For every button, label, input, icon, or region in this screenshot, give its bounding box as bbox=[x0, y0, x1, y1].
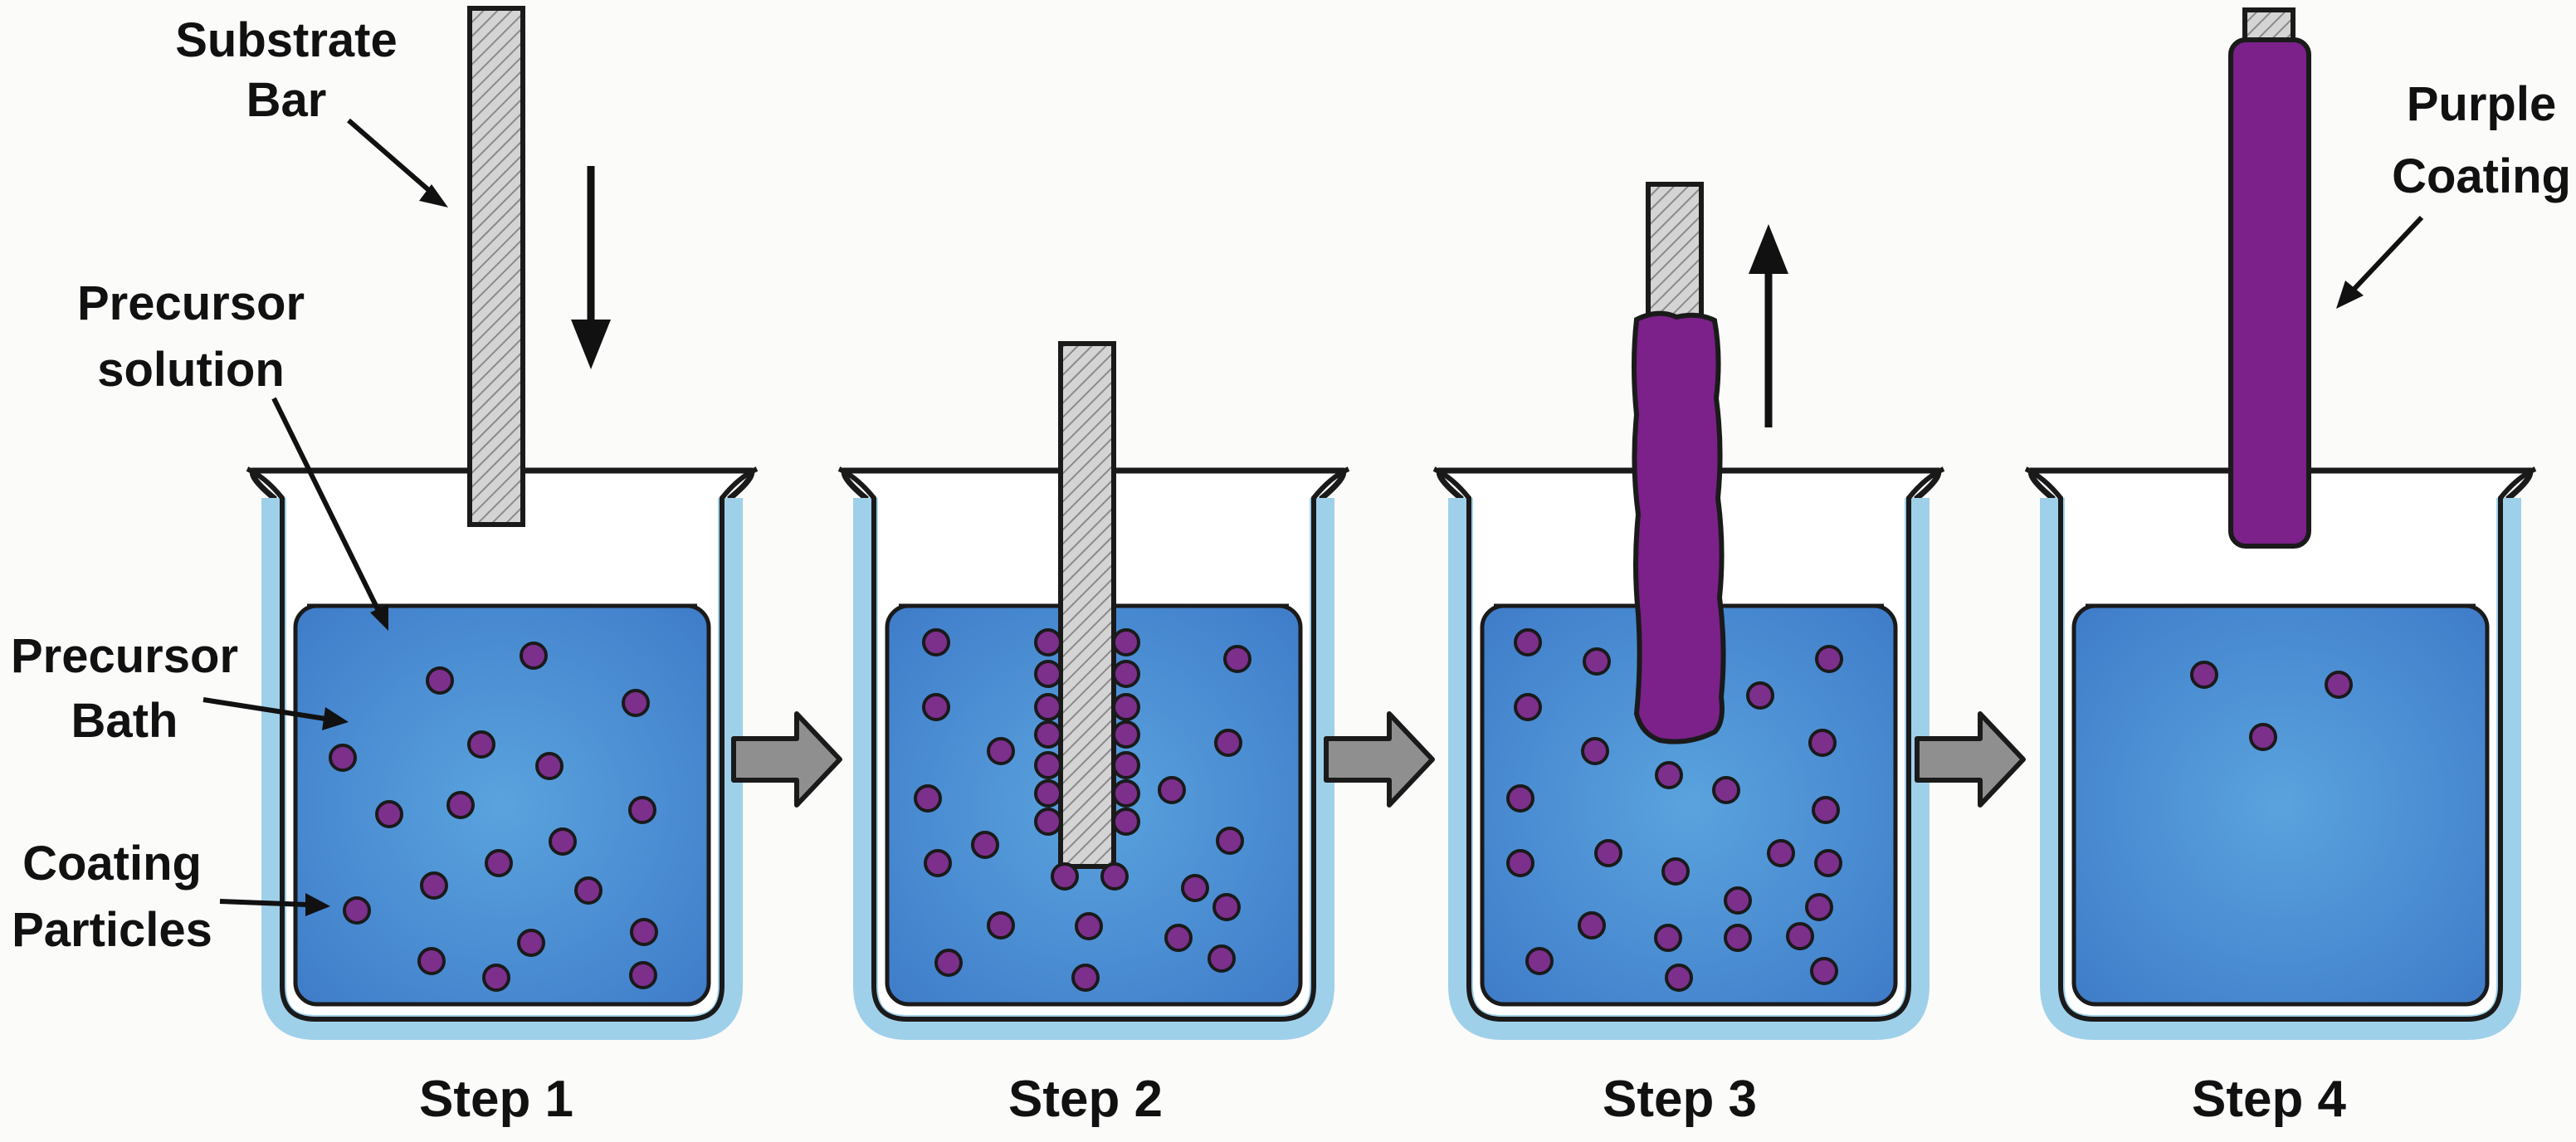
callout-precursor-bath-leader bbox=[202, 697, 326, 721]
step-2-group: Step 2 bbox=[837, 341, 1350, 1128]
beaker-4 bbox=[2024, 466, 2537, 1040]
beaker-1-wall bbox=[261, 498, 743, 1040]
callout-purple-coating-line1: Purple bbox=[2407, 77, 2557, 131]
step-arrow-1-icon bbox=[731, 711, 842, 808]
particles-3 bbox=[1506, 628, 1843, 992]
step-4-group: Step 4 bbox=[2024, 7, 2537, 1128]
beaker-3 bbox=[1432, 466, 1945, 1040]
step-1-label: Step 1 bbox=[419, 1071, 573, 1128]
step-4-label: Step 4 bbox=[2192, 1071, 2347, 1128]
callout-precursor-bath-line2: Bath bbox=[71, 694, 178, 748]
up-arrow-icon bbox=[1749, 224, 1788, 427]
callout-purple-coating: Purple Coating bbox=[2336, 77, 2571, 309]
step-3-group: Step 3 bbox=[1432, 182, 1945, 1128]
callout-coating-particles: Coating Particles bbox=[12, 837, 330, 957]
callout-precursor-bath-line1: Precursor bbox=[11, 629, 238, 683]
callout-substrate-bar-line2: Bar bbox=[246, 73, 327, 127]
beaker-1 bbox=[246, 466, 759, 1040]
down-arrow-icon bbox=[571, 166, 611, 369]
beaker-1-outline bbox=[246, 466, 759, 1022]
callout-coating-particles-leader bbox=[219, 899, 308, 907]
step-1-group: Step 1 bbox=[246, 6, 759, 1128]
callout-coating-particles-line1: Coating bbox=[22, 837, 202, 891]
step-arrow-2-icon bbox=[1324, 711, 1435, 808]
particles-1 bbox=[329, 642, 658, 992]
step-arrow-3-icon bbox=[1915, 711, 2026, 808]
coated-substrate-bar-4 bbox=[2228, 37, 2311, 549]
callout-purple-coating-leader bbox=[2350, 215, 2424, 293]
callout-coating-particles-line2: Particles bbox=[12, 903, 212, 957]
callout-precursor-solution-leader bbox=[271, 397, 383, 616]
substrate-bar-1 bbox=[467, 6, 525, 527]
callout-precursor-solution-line2: solution bbox=[97, 343, 285, 397]
callout-precursor-solution-line1: Precursor bbox=[77, 276, 305, 330]
substrate-bar-2 bbox=[1058, 341, 1116, 869]
beaker-4-liquid bbox=[2071, 603, 2490, 1007]
step-2-label: Step 2 bbox=[1008, 1071, 1163, 1128]
callout-substrate-bar-leader bbox=[347, 118, 433, 195]
particles-4 bbox=[2190, 661, 2353, 751]
particles-2 bbox=[914, 628, 1251, 992]
callout-precursor-solution: Precursor solution bbox=[77, 276, 388, 631]
coating-layer-3 bbox=[1632, 310, 1726, 744]
callout-purple-coating-line2: Coating bbox=[2392, 149, 2571, 203]
callout-substrate-bar: Substrate Bar bbox=[175, 13, 448, 207]
callout-substrate-bar-line1: Substrate bbox=[175, 13, 398, 67]
callout-precursor-bath: Precursor Bath bbox=[11, 629, 349, 748]
step-3-label: Step 3 bbox=[1603, 1071, 1757, 1128]
